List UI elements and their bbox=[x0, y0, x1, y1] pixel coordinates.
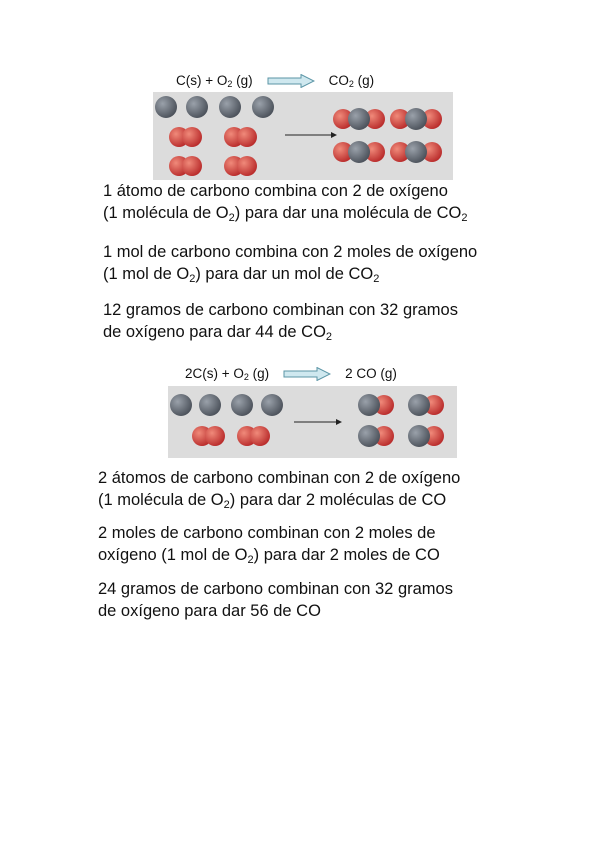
paragraph-1-3: 12 gramos de carbono combinan con 32 gra… bbox=[103, 299, 458, 343]
carbon-atoms bbox=[155, 96, 274, 118]
reaction-arrow-icon bbox=[283, 366, 332, 381]
paragraph-line: 2 moles de carbono combinan con 2 moles … bbox=[98, 524, 436, 542]
equation-2: 2C(s) + O2 (g) 2 CO (g) bbox=[185, 366, 397, 382]
molecule-panel-1 bbox=[153, 92, 453, 180]
co-molecules bbox=[358, 394, 444, 447]
paragraph-2-1: 2 átomos de carbono combinan con 2 de ox… bbox=[98, 467, 460, 511]
equation-1: C(s) + O2 (g) CO2 (g) bbox=[176, 73, 375, 89]
reaction-illustration-1 bbox=[155, 96, 442, 176]
oxygen-molecules bbox=[192, 426, 270, 446]
equation-1-reactants: C(s) + O2 (g) bbox=[176, 73, 253, 89]
equation-2-reactants: 2C(s) + O2 (g) bbox=[185, 366, 270, 382]
paragraph-2-2: 2 moles de carbono combinan con 2 moles … bbox=[98, 522, 440, 566]
reaction-illustration-2 bbox=[170, 394, 444, 447]
equation-2-product: 2 CO (g) bbox=[345, 366, 397, 381]
paragraph-line: oxígeno (1 mol de O2) para dar 2 moles d… bbox=[98, 546, 440, 566]
paragraph-line: 1 mol de carbono combina con 2 moles de … bbox=[103, 243, 478, 261]
reaction-arrow-small-icon bbox=[285, 132, 337, 138]
oxygen-molecules bbox=[169, 127, 257, 176]
paragraph-line: 2 átomos de carbono combinan con 2 de ox… bbox=[98, 469, 461, 487]
paragraph-line: (1 molécula de O2) para dar 2 moléculas … bbox=[98, 491, 447, 511]
co2-molecules bbox=[333, 108, 442, 163]
paragraph-line: (1 molécula de O2) para dar una molécula… bbox=[103, 204, 468, 224]
paragraph-line: (1 mol de O2) para dar un mol de CO2 bbox=[103, 265, 380, 285]
paragraph-1-1: 1 átomo de carbono combina con 2 de oxíg… bbox=[103, 180, 467, 224]
paragraph-2-3: 24 gramos de carbono combinan con 32 gra… bbox=[98, 578, 453, 622]
paragraph-line: de oxígeno para dar 44 de CO2 bbox=[103, 323, 333, 343]
equation-1-product: CO2 (g) bbox=[328, 73, 375, 89]
paragraph-1-2: 1 mol de carbono combina con 2 moles de … bbox=[103, 241, 477, 285]
carbon-atoms bbox=[170, 394, 283, 416]
reaction-arrow-small-icon bbox=[294, 419, 342, 425]
paragraph-line: de oxígeno para dar 56 de CO bbox=[98, 602, 321, 620]
molecule-panel-2 bbox=[168, 386, 457, 458]
paragraph-line: 1 átomo de carbono combina con 2 de oxíg… bbox=[103, 182, 448, 200]
paragraph-line: 24 gramos de carbono combinan con 32 gra… bbox=[98, 580, 453, 598]
paragraph-line: 12 gramos de carbono combinan con 32 gra… bbox=[103, 301, 458, 319]
reaction-arrow-icon bbox=[267, 73, 315, 88]
